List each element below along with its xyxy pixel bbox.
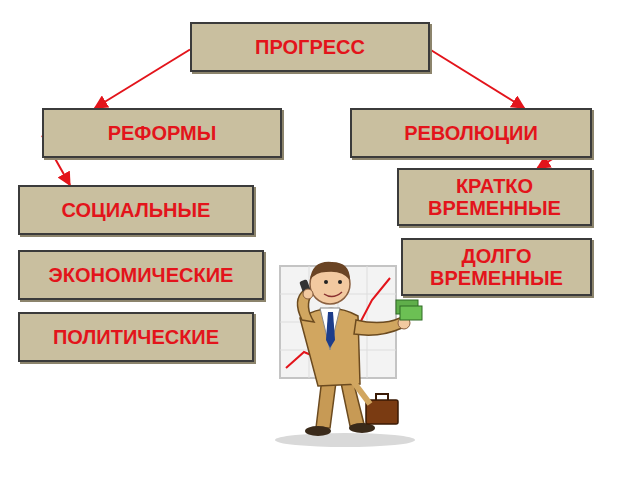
box-label: СОЦИАЛЬНЫЕ bbox=[62, 199, 211, 221]
category-box: ПРОГРЕСС bbox=[190, 22, 430, 72]
category-box: ЭКОНОМИЧЕСКИЕ bbox=[18, 250, 264, 300]
box-label: ЭКОНОМИЧЕСКИЕ bbox=[49, 264, 234, 286]
box-label: ДОЛГО ВРЕМЕННЫЕ bbox=[411, 245, 582, 290]
category-box: ДОЛГО ВРЕМЕННЫЕ bbox=[401, 238, 592, 296]
arrow-connector bbox=[430, 50, 524, 109]
box-label: РЕФОРМЫ bbox=[108, 122, 217, 144]
category-box: РЕФОРМЫ bbox=[42, 108, 282, 158]
arrow-connector bbox=[95, 50, 190, 109]
briefcase bbox=[366, 400, 398, 424]
box-label: РЕВОЛЮЦИИ bbox=[404, 122, 538, 144]
category-box: СОЦИАЛЬНЫЕ bbox=[18, 185, 254, 235]
category-box: КРАТКО ВРЕМЕННЫЕ bbox=[397, 168, 592, 226]
box-label: ПОЛИТИЧЕСКИЕ bbox=[53, 326, 219, 348]
category-box: ПОЛИТИЧЕСКИЕ bbox=[18, 312, 254, 362]
box-label: КРАТКО ВРЕМЕННЫЕ bbox=[407, 175, 582, 220]
shadow bbox=[275, 433, 415, 447]
box-label: ПРОГРЕСС bbox=[255, 36, 365, 58]
category-box: РЕВОЛЮЦИИ bbox=[350, 108, 592, 158]
